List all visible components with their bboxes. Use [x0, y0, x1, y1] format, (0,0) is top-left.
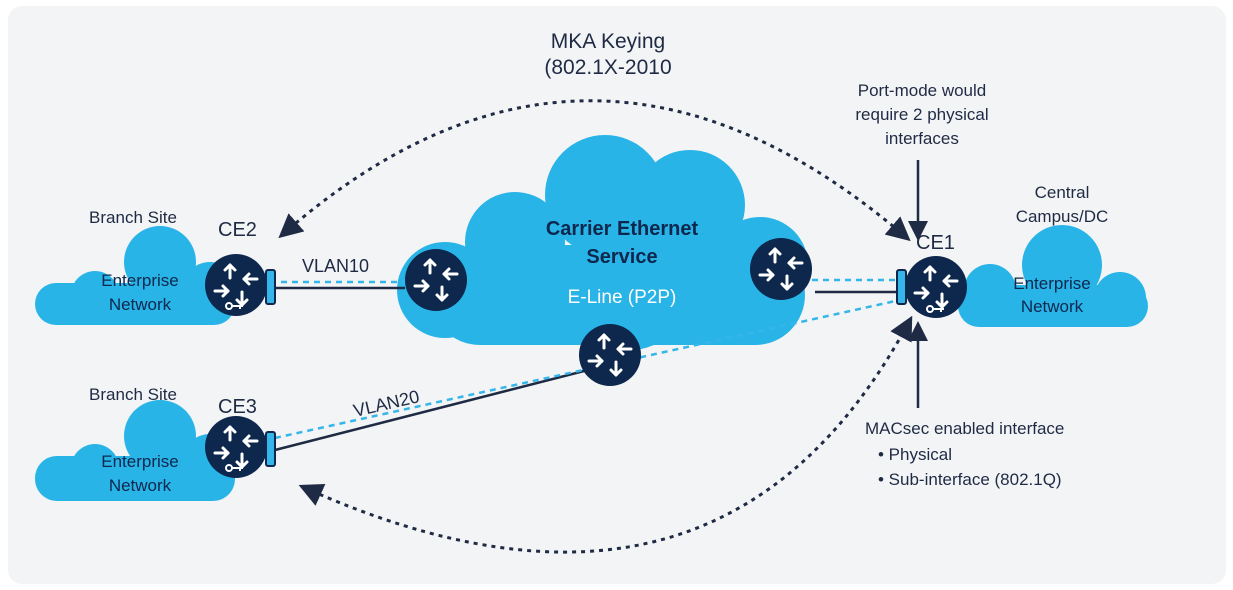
- port-note-line3: interfaces: [885, 129, 959, 148]
- link-ce3-carrier: [274, 368, 589, 452]
- ce3-interface-icon: [265, 431, 276, 467]
- ce2-label: CE2: [218, 219, 257, 241]
- mka-arrow-bottom-icon: [298, 315, 913, 554]
- carrier-router-bottom-icon: [578, 323, 642, 387]
- ce3-label: CE3: [218, 396, 257, 418]
- ce1-label: CE1: [916, 232, 955, 254]
- central-label-line2: Campus/DC: [1016, 207, 1109, 226]
- branch-bottom-cloud-line1: Enterprise: [101, 452, 178, 471]
- central-cloud-icon: [958, 225, 1148, 327]
- mka-label: MKA Keying: [551, 30, 665, 53]
- carrier-cloud-icon: [397, 135, 808, 350]
- branch-bottom-label: Branch Site: [89, 385, 177, 404]
- ce2-interface-icon: [265, 269, 276, 305]
- central-cloud-line1: Enterprise: [1013, 274, 1090, 293]
- branch-bottom-cloud-icon: [35, 400, 238, 501]
- mka-standard: (802.1X-2010: [544, 56, 671, 79]
- vlan10-label: VLAN10: [302, 256, 369, 276]
- ce1-interface-icon: [896, 269, 907, 305]
- carrier-router-left-icon: [404, 248, 468, 312]
- branch-top-cloud-line1: Enterprise: [101, 271, 178, 290]
- carrier-router-right-icon: [749, 237, 813, 301]
- central-label-line1: Central: [1035, 183, 1090, 202]
- carrier-eline: E-Line (P2P): [568, 287, 677, 308]
- branch-bottom-cloud-line2: Network: [109, 476, 172, 495]
- macsec-note-title: MACsec enabled interface: [865, 419, 1064, 438]
- central-cloud-line2: Network: [1021, 297, 1084, 316]
- carrier-title: Carrier Ethernet: [546, 218, 699, 240]
- macsec-note-subinterface: • Sub-interface (802.1Q): [878, 470, 1062, 489]
- branch-top-cloud-line2: Network: [109, 295, 172, 314]
- port-note-line2: require 2 physical: [855, 105, 988, 124]
- mka-arrow-top-icon: [278, 99, 911, 242]
- macsec-note-physical: • Physical: [878, 445, 952, 464]
- carrier-subtitle: Service: [586, 246, 657, 268]
- port-note-line1: Port-mode would: [858, 81, 987, 100]
- branch-top-label: Branch Site: [89, 208, 177, 227]
